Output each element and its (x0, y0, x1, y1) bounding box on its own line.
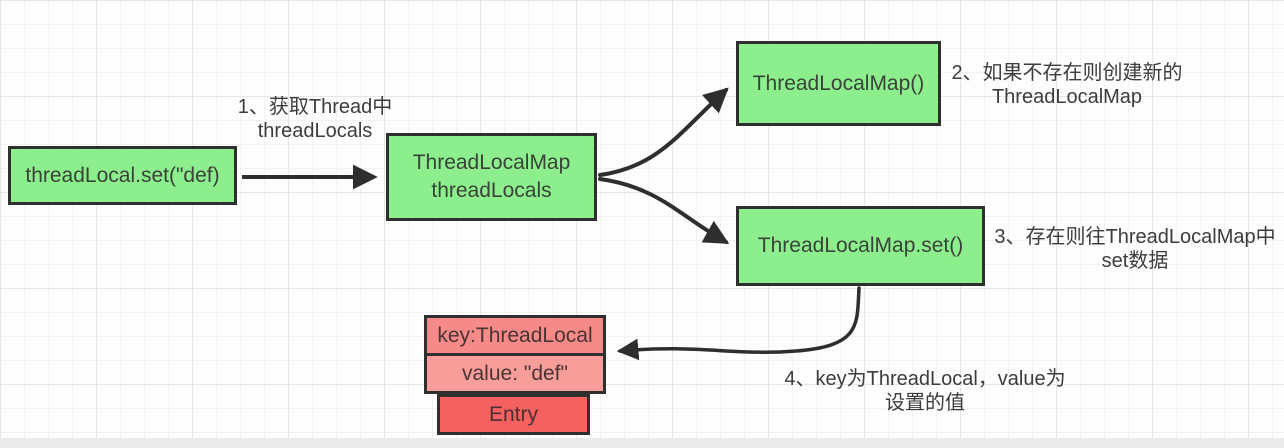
node-threadlocals-map: ThreadLocalMap threadLocals (386, 133, 597, 221)
annotation-step3: 3、存在则往ThreadLocalMap中 set数据 (986, 225, 1284, 273)
annotation-step4-line1: 4、key为ThreadLocal，value为 (784, 368, 1066, 390)
annotation-step4-line2: 设置的值 (885, 392, 965, 414)
node-entry: Entry (437, 394, 590, 435)
node-entry-value: value: "def" (427, 356, 603, 391)
node-threadlocalmap-set: ThreadLocalMap.set() (736, 206, 985, 286)
arrow-mapset-to-entry (616, 286, 861, 361)
arrow-threadlocals-to-ctor (598, 87, 729, 177)
node-threadlocals-map-line1: ThreadLocalMap (412, 151, 571, 174)
bottom-strip (0, 438, 1284, 448)
node-entry-label: Entry (488, 402, 538, 426)
node-threadlocalmap-set-label: ThreadLocalMap.set() (757, 234, 964, 257)
node-entry-key: key:ThreadLocal (427, 318, 603, 356)
node-threadlocal-set-label: threadLocal.set("def) (25, 163, 220, 187)
node-entry-key-label: key:ThreadLocal (437, 323, 593, 347)
node-threadlocals-map-line2: threadLocals (431, 179, 552, 202)
annotation-step1: 1、获取Thread中 threadLocals (225, 95, 405, 143)
node-threadlocal-set: threadLocal.set("def) (8, 146, 237, 205)
node-threadlocalmap-ctor: ThreadLocalMap() (736, 41, 941, 126)
annotation-step1-line1: 1、获取Thread中 (237, 96, 393, 118)
annotation-step3-line1: 3、存在则往ThreadLocalMap中 (994, 226, 1276, 248)
node-entry-keyvalue: key:ThreadLocal value: "def" (424, 315, 606, 394)
annotation-step2-line1: 2、如果不存在则创建新的 (951, 62, 1183, 84)
annotation-step3-line2: set数据 (1101, 250, 1169, 272)
annotation-step2: 2、如果不存在则创建新的 ThreadLocalMap (942, 61, 1192, 109)
node-threadlocalmap-ctor-label: ThreadLocalMap() (752, 71, 925, 95)
annotation-step4: 4、key为ThreadLocal，value为 设置的值 (775, 367, 1075, 415)
node-entry-value-label: value: "def" (462, 361, 568, 385)
annotation-step2-line2: ThreadLocalMap (991, 86, 1143, 108)
arrow-threadlocals-to-mapset (598, 177, 730, 244)
annotation-step1-line2: threadLocals (257, 120, 373, 142)
